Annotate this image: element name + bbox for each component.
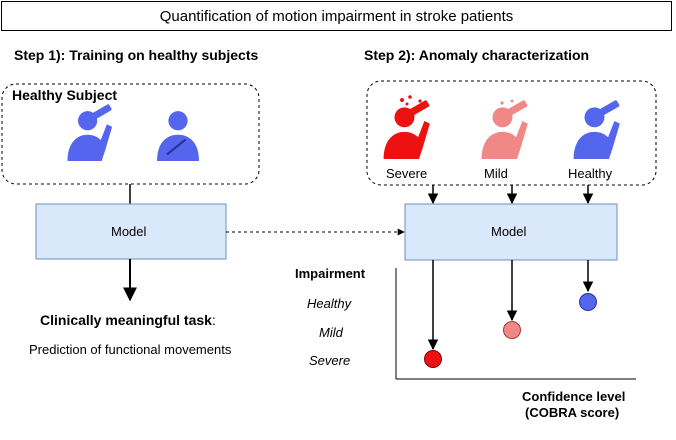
diagram-title-text: Quantification of motion impairment in s… — [159, 7, 514, 25]
x-axis-title-line1: Confidence level — [522, 389, 626, 404]
person-drinking-icon — [383, 100, 430, 159]
y-level-mild: Mild — [319, 325, 343, 340]
step1-heading: Step 1): Training on healthy subjects — [14, 47, 259, 63]
patient-label-healthy: Healthy — [568, 166, 613, 181]
model-box-step2 — [404, 203, 618, 261]
spill-droplets-icon — [400, 95, 422, 106]
point-healthy — [579, 293, 597, 311]
task-title: Clinically meaningful task: — [40, 312, 216, 328]
diagram-title: Quantification of motion impairment in s… — [1, 1, 672, 31]
point-mild — [503, 321, 521, 339]
y-axis-title: Impairment — [295, 266, 366, 281]
step2-heading: Step 2): Anomaly characterization — [364, 47, 590, 63]
x-axis-title-line2: (COBRA score) — [525, 405, 620, 420]
person-drinking-icon — [67, 104, 113, 161]
task-description: Prediction of functional movements — [29, 342, 232, 357]
healthy-subject-group — [1, 83, 260, 185]
model-box-step1 — [35, 203, 227, 260]
point-severe — [424, 350, 442, 368]
y-level-severe: Severe — [309, 353, 351, 368]
task-title-colon: : — [211, 312, 216, 328]
healthy-subject-label: Healthy Subject — [12, 87, 118, 103]
task-title-text: Clinically meaningful task — [40, 312, 212, 328]
patient-label-severe: Severe — [386, 166, 428, 181]
model-label-step2: Model — [491, 224, 527, 239]
person-hand-on-chest-icon — [155, 109, 201, 162]
person-drinking-icon — [573, 100, 620, 159]
y-level-healthy: Healthy — [307, 296, 352, 311]
person-drinking-icon — [481, 100, 528, 159]
model-label-step1: Model — [111, 224, 147, 239]
patient-label-mild: Mild — [484, 166, 508, 181]
spill-droplets-icon — [500, 99, 514, 105]
